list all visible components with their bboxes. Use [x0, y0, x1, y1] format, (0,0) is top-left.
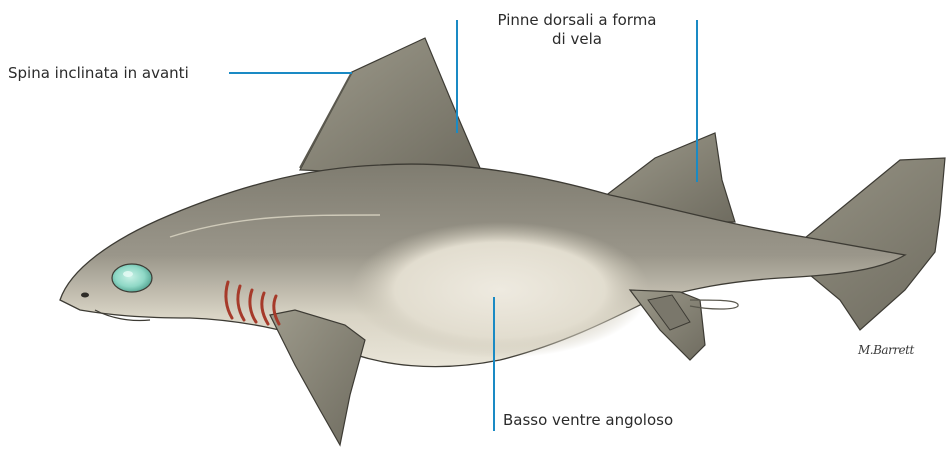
pectoral-fin: [270, 310, 365, 445]
belly-patch: [350, 222, 650, 358]
dorsal-fins-label: Pinne dorsali a forma di vela: [479, 11, 675, 49]
first-dorsal-fin: [300, 38, 480, 175]
dorsal-fins-label-line-2: di vela: [479, 30, 675, 49]
belly-label: Basso ventre angoloso: [503, 411, 673, 430]
artist-signature: M.Barrett: [858, 343, 914, 357]
dorsal-fins-label-line-1: Pinne dorsali a forma: [479, 11, 675, 30]
shark-eye: [112, 264, 152, 292]
spine-label: Spina inclinata in avanti: [8, 64, 189, 83]
nostril: [81, 293, 89, 298]
